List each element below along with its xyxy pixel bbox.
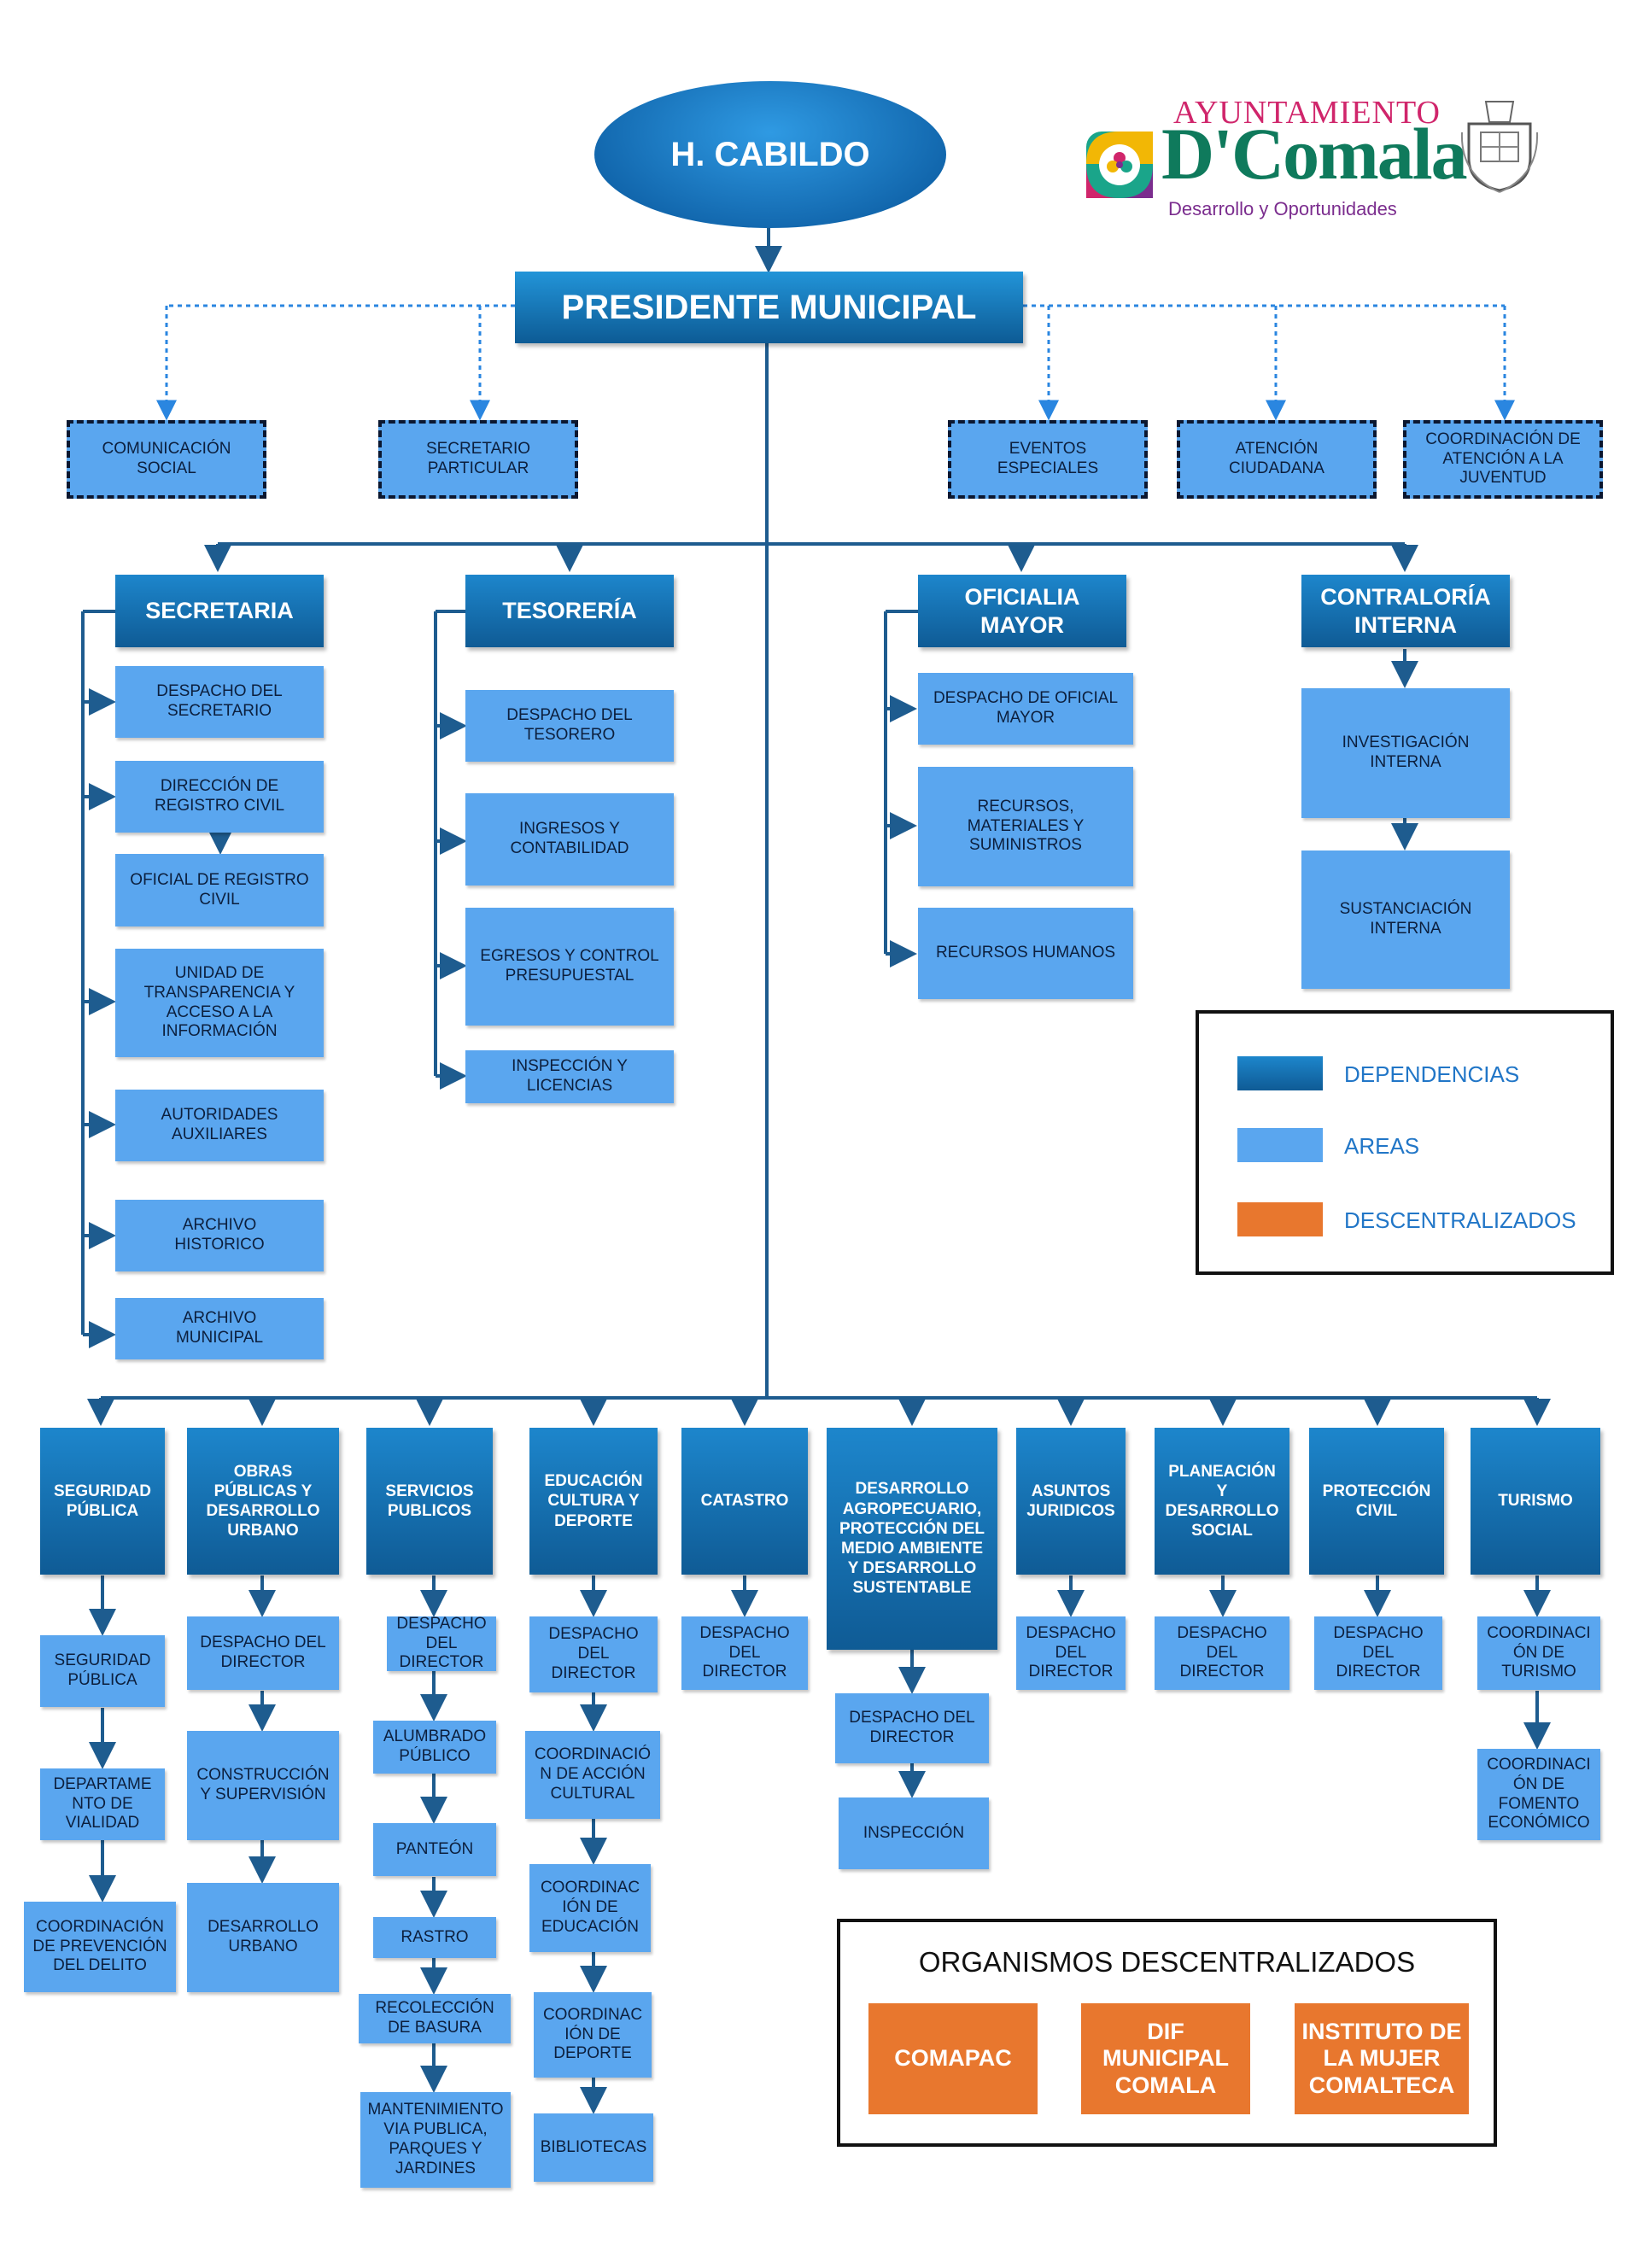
ayuntamiento-logo: AYUNTAMIENTO D'Comala Desarrollo y Oport… <box>1085 94 1546 231</box>
area-autoridades-auxiliares: AUTORIDADES AUXILIARES <box>115 1090 324 1161</box>
area-archivo-municipal: ARCHIVO MUNICIPAL <box>115 1298 324 1359</box>
area-despacho-director-agropecuario: DESPACHO DEL DIRECTOR <box>835 1693 989 1763</box>
advisor-coordinacion-juventud: COORDINACIÓN DE ATENCIÓN A LA JUVENTUD <box>1403 420 1603 499</box>
area-coordinacion-fomento-economico: COORDINACI ÓN DE FOMENTO ECONÓMICO <box>1477 1749 1600 1840</box>
dependency-oficialia-mayor: OFICIALIA MAYOR <box>918 575 1126 647</box>
dependency-desarrollo-agropecuario: DESARROLLO AGROPECUARIO, PROTECCIÓN DEL … <box>827 1428 997 1650</box>
area-despacho-tesorero: DESPACHO DEL TESORERO <box>465 690 674 762</box>
area-despacho-director-juridicos: DESPACHO DEL DIRECTOR <box>1016 1616 1126 1690</box>
decentralized-title: ORGANISMOS DESCENTRALIZADOS <box>918 1946 1416 1978</box>
area-direccion-registro-civil: DIRECCIÓN DE REGISTRO CIVIL <box>115 761 324 833</box>
area-oficial-registro-civil: OFICIAL DE REGISTRO CIVIL <box>115 854 324 926</box>
area-desarrollo-urbano: DESARROLLO URBANO <box>187 1883 339 1992</box>
cabildo-node: H. CABILDO <box>594 81 946 228</box>
advisor-secretario-particular: SECRETARIO PARTICULAR <box>378 420 578 499</box>
area-despacho-oficial-mayor: DESPACHO DE OFICIAL MAYOR <box>918 673 1133 745</box>
legend-label-dependencias: DEPENDENCIAS <box>1344 1061 1520 1087</box>
area-despacho-director-obras: DESPACHO DEL DIRECTOR <box>187 1616 339 1690</box>
area-despacho-director-servicios: DESPACHO DEL DIRECTOR <box>387 1615 496 1671</box>
area-despacho-director-planeacion: DESPACHO DEL DIRECTOR <box>1155 1616 1289 1690</box>
presidente-node: PRESIDENTE MUNICIPAL <box>515 272 1023 343</box>
decentralized-organisms-panel: ORGANISMOS DESCENTRALIZADOS COMAPAC DIF … <box>837 1919 1497 2147</box>
area-coordinacion-deporte: COORDINAC IÓN DE DEPORTE <box>534 1992 652 2078</box>
area-ingresos-contabilidad: INGRESOS Y CONTABILIDAD <box>465 793 674 886</box>
legend-label-areas: AREAS <box>1344 1133 1420 1159</box>
area-recursos-humanos: RECURSOS HUMANOS <box>918 908 1133 999</box>
municipal-seal-icon <box>1460 101 1539 193</box>
logo-ayuntamiento-text: AYUNTAMIENTO <box>1173 95 1441 131</box>
dependency-seguridad-publica: SEGURIDAD PÚBLICA <box>40 1428 165 1575</box>
area-despacho-secretario: DESPACHO DEL SECRETARIO <box>115 666 324 738</box>
area-despacho-director-educacion: DESPACHO DEL DIRECTOR <box>529 1616 658 1692</box>
dependency-obras-publicas: OBRAS PÚBLICAS Y DESARROLLO URBANO <box>187 1428 339 1575</box>
organism-instituto-mujer: INSTITUTO DE LA MUJER COMALTECA <box>1295 2003 1469 2114</box>
area-panteon: PANTEÓN <box>373 1823 496 1876</box>
dependency-tesoreria: TESORERÍA <box>465 575 674 647</box>
legend-swatch-descentralizados <box>1237 1202 1323 1236</box>
area-rastro: RASTRO <box>373 1917 496 1958</box>
area-coordinacion-educacion: COORDINAC IÓN DE EDUCACIÓN <box>529 1864 651 1952</box>
area-unidad-transparencia: UNIDAD DE TRANSPARENCIA Y ACCESO A LA IN… <box>115 949 324 1057</box>
area-recursos-materiales: RECURSOS, MATERIALES Y SUMINISTROS <box>918 767 1133 886</box>
advisor-eventos-especiales: EVENTOS ESPECIALES <box>948 420 1148 499</box>
advisor-atencion-ciudadana: ATENCIÓN CIUDADANA <box>1177 420 1377 499</box>
area-egresos-control: EGRESOS Y CONTROL PRESUPUESTAL <box>465 908 674 1026</box>
area-bibliotecas: BIBLIOTECAS <box>534 2113 653 2182</box>
area-despacho-director-proteccion-civil: DESPACHO DEL DIRECTOR <box>1314 1616 1442 1690</box>
area-archivo-historico: ARCHIVO HISTORICO <box>115 1200 324 1271</box>
dependency-planeacion-desarrollo-social: PLANEACIÓN Y DESARROLLO SOCIAL <box>1155 1428 1289 1575</box>
legend-swatch-dependencias <box>1237 1056 1323 1090</box>
area-coordinacion-prevencion-delito: COORDINACIÓN DE PREVENCIÓN DEL DELITO <box>24 1902 176 1992</box>
dependency-catastro: CATASTRO <box>681 1428 808 1575</box>
logo-comala-text: D'Comala <box>1161 113 1468 195</box>
area-departamento-vialidad: DEPARTAME NTO DE VIALIDAD <box>40 1768 165 1840</box>
area-sustanciacion-interna: SUSTANCIACIÓN INTERNA <box>1301 850 1510 989</box>
dependency-turismo: TURISMO <box>1471 1428 1600 1575</box>
logo-tagline: Desarrollo y Oportunidades <box>1168 198 1397 219</box>
area-inspeccion: INSPECCIÓN <box>839 1797 989 1869</box>
organism-dif-municipal: DIF MUNICIPAL COMALA <box>1081 2003 1250 2114</box>
area-mantenimiento-via-publica: MANTENIMIENTO VIA PUBLICA, PARQUES Y JAR… <box>360 2092 511 2188</box>
area-construccion-supervision: CONSTRUCCIÓN Y SUPERVISIÓN <box>187 1731 339 1840</box>
area-coordinacion-accion-cultural: COORDINACIÓ N DE ACCIÓN CULTURAL <box>525 1731 660 1819</box>
dependency-proteccion-civil: PROTECCIÓN CIVIL <box>1309 1428 1444 1575</box>
dependency-servicios-publicos: SERVICIOS PUBLICOS <box>366 1428 493 1575</box>
dependency-asuntos-juridicos: ASUNTOS JURIDICOS <box>1016 1428 1126 1575</box>
area-seguridad-publica: SEGURIDAD PÚBLICA <box>40 1635 165 1707</box>
area-alumbrado-publico: ALUMBRADO PÚBLICO <box>373 1721 496 1774</box>
dependency-contraloria-interna: CONTRALORÍA INTERNA <box>1301 575 1510 647</box>
area-coordinacion-turismo: COORDINACI ÓN DE TURISMO <box>1477 1616 1600 1690</box>
legend-swatch-areas <box>1237 1128 1323 1162</box>
area-investigacion-interna: INVESTIGACIÓN INTERNA <box>1301 688 1510 818</box>
area-inspeccion-licencias: INSPECCIÓN Y LICENCIAS <box>465 1050 674 1103</box>
dependency-secretaria: SECRETARIA <box>115 575 324 647</box>
dependency-educacion-cultura-deporte: EDUCACIÓN CULTURA Y DEPORTE <box>529 1428 658 1575</box>
advisor-comunicacion-social: COMUNICACIÓN SOCIAL <box>67 420 266 499</box>
legend-label-descentralizados: DESCENTRALIZADOS <box>1344 1207 1576 1233</box>
flower-emblem-icon <box>1086 132 1153 198</box>
area-recoleccion-basura: RECOLECCIÓN DE BASURA <box>359 1994 511 2043</box>
area-despacho-director-catastro: DESPACHO DEL DIRECTOR <box>681 1616 808 1690</box>
organism-comapac: COMAPAC <box>868 2003 1038 2114</box>
legend: DEPENDENCIAS AREAS DESCENTRALIZADOS <box>1196 1010 1614 1275</box>
